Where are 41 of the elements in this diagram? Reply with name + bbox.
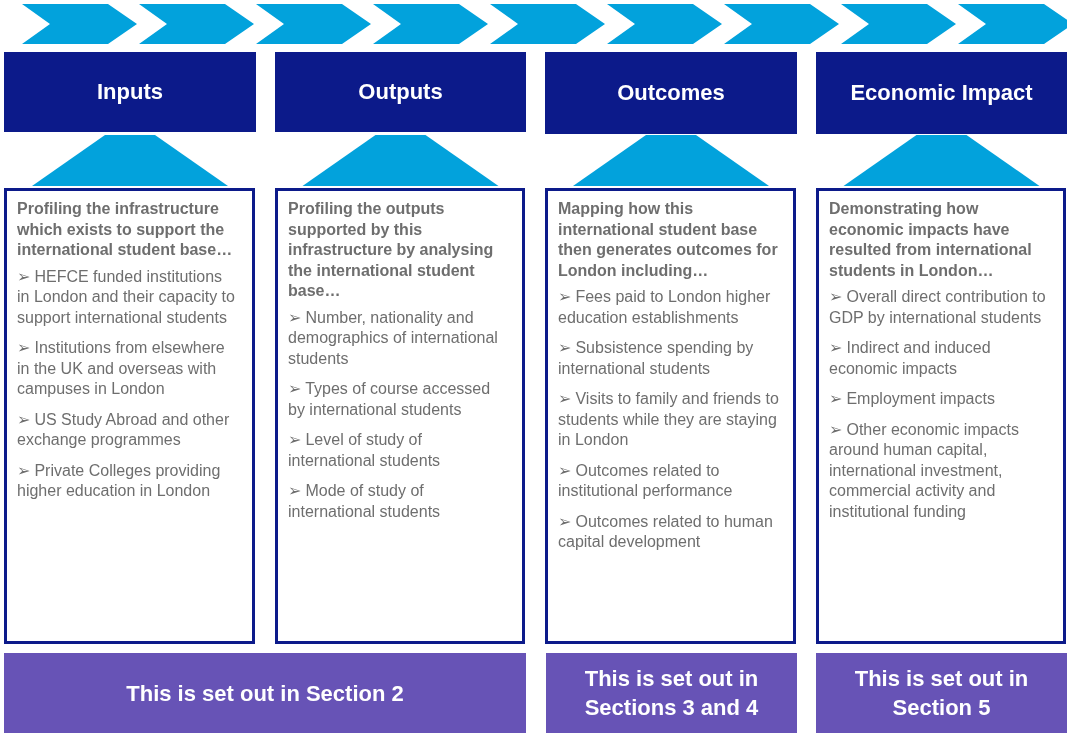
bullet-point: ➢ Outcomes related to human capital development — [558, 511, 774, 552]
bullet-point: ➢ Types of course accessed by international students — [288, 379, 492, 420]
panel-heading: Demonstrating how economic impacts have resulted from international students in London… — [829, 199, 1033, 281]
bullet-point: ➢ Private Colleges providing higher education in London — [17, 460, 222, 501]
header-title: Outcomes — [617, 80, 725, 106]
bullet-point: ➢ Overall direct contribution to GDP by international students — [829, 287, 1047, 328]
bullet-point: ➢ Visits to family and friends to students while they are staying in London — [558, 389, 779, 450]
bullet-point: ➢ Outcomes related to institutional performance — [558, 460, 734, 501]
panel-heading: Profiling the outputs supported by this infrastructure by analysing the international student base… — [288, 199, 495, 301]
section-banner — [4, 653, 526, 733]
bullet-point: ➢ Mode of study of international students — [288, 481, 442, 522]
stage-header — [275, 52, 526, 132]
panel-heading: Profiling the infrastructure which exists to support the international student base… — [17, 199, 234, 260]
bullet-point: ➢ Indirect and induced economic impacts — [829, 338, 992, 379]
bullet-point: ➢ Subsistence spending by international students — [558, 338, 755, 379]
bullet-point: ➢ Other economic impacts around human capital, international investment, commercial activity and institutional funding — [829, 419, 1020, 522]
panel-heading: Mapping how this international student base then generates outcomes for London including… — [558, 199, 779, 281]
stage-header — [4, 52, 256, 132]
header-title: Outputs — [358, 79, 443, 105]
stage-panel — [4, 188, 255, 644]
bullet-point: ➢ Employment impacts — [829, 389, 996, 409]
stage-panel — [816, 188, 1066, 644]
section-banner — [816, 653, 1067, 733]
header-title: Economic Impact — [850, 80, 1033, 106]
stage-header — [816, 52, 1067, 134]
stage-header — [545, 52, 797, 134]
funnel-trapezoid — [302, 135, 499, 186]
banner-text: This is set out in Section 5 — [853, 665, 1030, 722]
section-banner — [546, 653, 797, 733]
bullet-point: ➢ HEFCE funded institutions in London and their capacity to support international students — [17, 266, 236, 328]
stage-panel — [275, 188, 525, 644]
bullet-point: ➢ Fees paid to London higher education establishments — [558, 287, 772, 328]
funnel-trapezoid — [32, 135, 228, 186]
bullet-point: ➢ US Study Abroad and other exchange programmes — [17, 409, 231, 450]
stage-panel — [545, 188, 796, 644]
bullet-point: ➢ Level of study of international students — [288, 430, 442, 471]
header-title: Inputs — [97, 79, 163, 105]
bullet-point: ➢ Number, nationality and demographics of international students — [288, 307, 499, 369]
bullet-point: ➢ Institutions from elsewhere in the UK and overseas with campuses in London — [17, 338, 226, 399]
banner-text: This is set out in Sections 3 and 4 — [583, 665, 760, 722]
banner-text: This is set out in Section 2 — [126, 679, 404, 708]
